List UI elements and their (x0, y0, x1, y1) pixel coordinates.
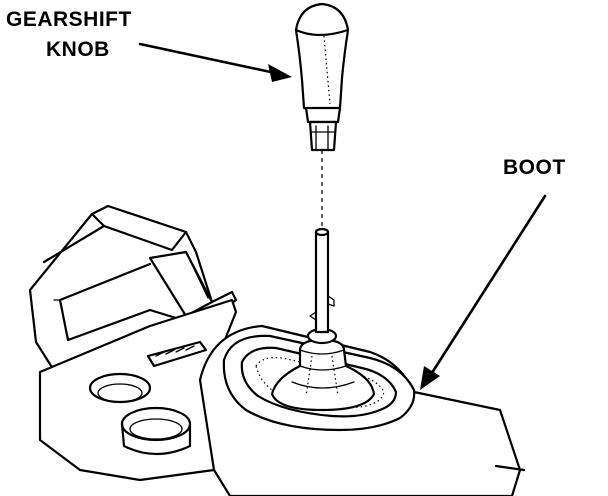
gearshift-knob-label-line1: GEARSHIFT (6, 8, 132, 31)
shifter-surround (198, 324, 526, 496)
shift-lever (309, 227, 335, 334)
gearshift-knob-label-line2: KNOB (46, 38, 110, 61)
gearshift-knob (294, 2, 350, 152)
knob-arrow (138, 42, 292, 82)
boot-arrow (420, 194, 547, 390)
boot-label: BOOT (503, 156, 566, 179)
shift-boot (270, 327, 376, 412)
